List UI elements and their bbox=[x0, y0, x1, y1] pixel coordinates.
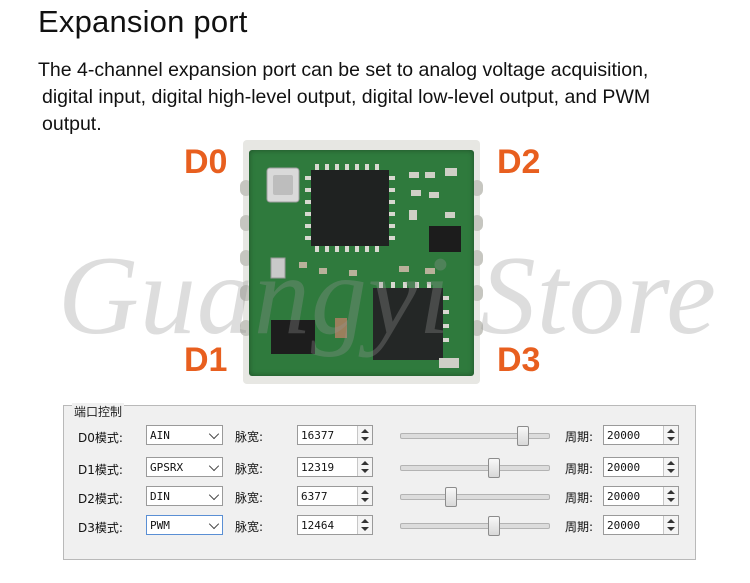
pcb-components bbox=[266, 164, 461, 368]
spin-up-icon[interactable] bbox=[667, 490, 675, 494]
mode-label: D3模式: bbox=[78, 521, 123, 535]
pcb bbox=[249, 150, 474, 376]
description-line-3: output. bbox=[42, 113, 102, 135]
port-control-title: 端口控制 bbox=[72, 403, 125, 420]
slider-thumb[interactable] bbox=[487, 516, 500, 536]
spin-down-icon[interactable] bbox=[361, 498, 369, 502]
spin-down-icon[interactable] bbox=[361, 527, 369, 531]
spin-arrows[interactable] bbox=[357, 458, 372, 476]
pulse-width-slider[interactable] bbox=[400, 458, 550, 478]
period-value: 20000 bbox=[607, 519, 641, 532]
mode-select[interactable]: DIN bbox=[146, 486, 223, 506]
pin-label-d3: D3 bbox=[497, 341, 541, 379]
description-line-1: The 4-channel expansion port can be set … bbox=[38, 59, 649, 81]
mode-label: D1模式: bbox=[78, 463, 123, 477]
chevron-down-icon bbox=[208, 460, 220, 472]
spin-up-icon[interactable] bbox=[361, 490, 369, 494]
spin-arrows[interactable] bbox=[663, 487, 678, 505]
spin-down-icon[interactable] bbox=[667, 527, 675, 531]
chevron-down-icon bbox=[208, 489, 220, 501]
edge-pad bbox=[471, 180, 483, 196]
period-label: 周期: bbox=[565, 491, 594, 505]
spin-up-icon[interactable] bbox=[361, 461, 369, 465]
pin-label-d0: D0 bbox=[184, 143, 228, 181]
period-value: 20000 bbox=[607, 429, 641, 442]
pulse-width-spinbox[interactable]: 16377 bbox=[297, 425, 373, 445]
port-row-d3: D3模式: PWM 脉宽: 12464 周期: 20000 bbox=[0, 515, 750, 539]
spin-arrows[interactable] bbox=[663, 458, 678, 476]
pulse-width-slider[interactable] bbox=[400, 487, 550, 507]
slider-thumb[interactable] bbox=[487, 458, 500, 478]
pin-label-d1: D1 bbox=[184, 341, 228, 379]
mode-value: PWM bbox=[150, 519, 170, 532]
store-watermark: Guangyi Store bbox=[58, 234, 717, 358]
page-title: Expansion port bbox=[38, 4, 248, 39]
pulse-width-slider[interactable] bbox=[400, 516, 550, 536]
port-row-d1: D1模式: GPSRX 脉宽: 12319 周期: 20000 bbox=[0, 457, 750, 481]
edge-pad bbox=[471, 250, 483, 266]
spin-arrows[interactable] bbox=[357, 516, 372, 534]
pulse-width-value: 12319 bbox=[301, 461, 335, 474]
period-label: 周期: bbox=[565, 462, 594, 476]
spin-down-icon[interactable] bbox=[361, 469, 369, 473]
pulse-width-label: 脉宽: bbox=[235, 430, 264, 444]
mode-value: AIN bbox=[150, 429, 170, 442]
spin-down-icon[interactable] bbox=[667, 469, 675, 473]
description-line-2: digital input, digital high-level output… bbox=[42, 86, 651, 108]
mode-select[interactable]: GPSRX bbox=[146, 457, 223, 477]
spin-up-icon[interactable] bbox=[361, 519, 369, 523]
pulse-width-spinbox[interactable]: 6377 bbox=[297, 486, 373, 506]
port-row-d2: D2模式: DIN 脉宽: 6377 周期: 20000 bbox=[0, 486, 750, 510]
description: The 4-channel expansion port can be set … bbox=[38, 57, 728, 138]
port-row-d0: D0模式: AIN 脉宽: 16377 周期: 20000 bbox=[0, 425, 750, 449]
period-spinbox[interactable]: 20000 bbox=[603, 457, 679, 477]
pulse-width-spinbox[interactable]: 12464 bbox=[297, 515, 373, 535]
slider-thumb[interactable] bbox=[517, 426, 530, 446]
spin-up-icon[interactable] bbox=[667, 461, 675, 465]
spin-arrows[interactable] bbox=[357, 487, 372, 505]
period-spinbox[interactable]: 20000 bbox=[603, 486, 679, 506]
spin-down-icon[interactable] bbox=[667, 437, 675, 441]
chevron-down-icon bbox=[208, 518, 220, 530]
spin-up-icon[interactable] bbox=[667, 519, 675, 523]
spin-down-icon[interactable] bbox=[361, 437, 369, 441]
pulse-width-label: 脉宽: bbox=[235, 462, 264, 476]
spin-up-icon[interactable] bbox=[667, 429, 675, 433]
slider-thumb[interactable] bbox=[444, 487, 457, 507]
pulse-width-spinbox[interactable]: 12319 bbox=[297, 457, 373, 477]
spin-arrows[interactable] bbox=[357, 426, 372, 444]
pulse-width-label: 脉宽: bbox=[235, 491, 264, 505]
period-spinbox[interactable]: 20000 bbox=[603, 515, 679, 535]
edge-pad bbox=[471, 285, 483, 301]
edge-pad bbox=[471, 320, 483, 336]
pulse-width-value: 6377 bbox=[301, 490, 328, 503]
pulse-width-slider[interactable] bbox=[400, 426, 550, 446]
pulse-width-value: 12464 bbox=[301, 519, 335, 532]
mode-value: GPSRX bbox=[150, 461, 184, 474]
edge-pad bbox=[471, 215, 483, 231]
pulse-width-value: 16377 bbox=[301, 429, 335, 442]
period-value: 20000 bbox=[607, 461, 641, 474]
mode-label: D0模式: bbox=[78, 431, 123, 445]
period-spinbox[interactable]: 20000 bbox=[603, 425, 679, 445]
period-value: 20000 bbox=[607, 490, 641, 503]
chevron-down-icon bbox=[208, 428, 220, 440]
module-board-photo bbox=[240, 140, 483, 384]
spin-arrows[interactable] bbox=[663, 426, 678, 444]
period-label: 周期: bbox=[565, 520, 594, 534]
spin-down-icon[interactable] bbox=[667, 498, 675, 502]
period-label: 周期: bbox=[565, 430, 594, 444]
mode-value: DIN bbox=[150, 490, 170, 503]
spin-arrows[interactable] bbox=[663, 516, 678, 534]
mode-label: D2模式: bbox=[78, 492, 123, 506]
mode-select[interactable]: PWM bbox=[146, 515, 223, 535]
pin-label-d2: D2 bbox=[497, 143, 541, 181]
pulse-width-label: 脉宽: bbox=[235, 520, 264, 534]
mode-select[interactable]: AIN bbox=[146, 425, 223, 445]
spin-up-icon[interactable] bbox=[361, 429, 369, 433]
